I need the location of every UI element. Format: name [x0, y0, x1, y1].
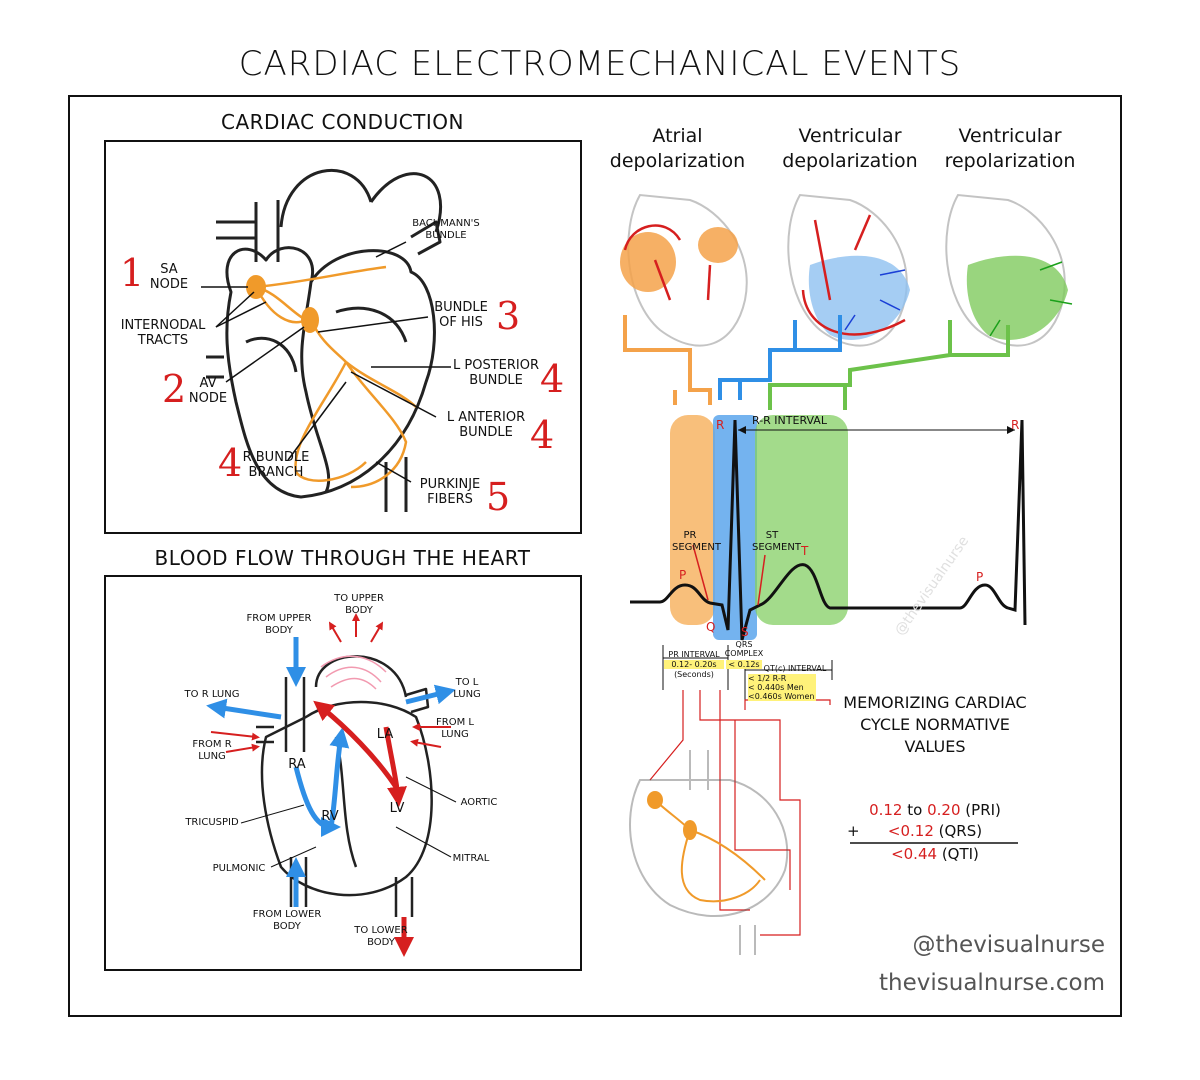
qt-interval-label: QT(c) INTERVAL [763, 664, 827, 673]
conduction-heart-illustration [201, 168, 451, 512]
ecg-r-wave-label: R [716, 418, 725, 432]
bundle-of-his-label: BUNDLE OF HIS [434, 300, 488, 330]
memo-title: MEMORIZING CARDIAC CYCLE NORMATIVE VALUE… [843, 693, 1027, 756]
la-label: LA [376, 727, 394, 742]
st-segment-label: ST SEGMENT [752, 530, 801, 553]
ecg-q-wave-label: Q [706, 620, 716, 634]
from-upper-body-label: FROM UPPER BODY [246, 613, 312, 636]
conduction-title: CARDIAC CONDUCTION [221, 110, 464, 134]
bundle-of-his-number: 3 [496, 294, 521, 338]
footer-handle: @thevisualnurse [912, 932, 1105, 958]
av-node-marker [301, 307, 319, 333]
tricuspid-label: TRICUSPID [185, 817, 239, 828]
l-posterior-bundle-label: L POSTERIOR BUNDLE [453, 358, 539, 388]
rv-label: RV [321, 809, 339, 824]
internodal-tracts-label: INTERNODAL TRACTS [120, 318, 206, 348]
pr-interval-value: 0.12- 0.20s [664, 660, 724, 669]
atrial-depolarization-label: Atrial depolarization [609, 125, 746, 172]
ecg-p-wave-2-label: P [976, 570, 984, 584]
to-l-lung-label: TO L LUNG [453, 677, 481, 700]
from-r-lung-label: FROM R LUNG [192, 739, 232, 762]
purkinje-fibers-label: PURKINJE FIBERS [419, 477, 481, 507]
qrs-complex-value: < 0.12s [726, 660, 762, 669]
ecg-p-wave-label: P [679, 568, 687, 582]
pulmonic-label: PULMONIC [212, 863, 266, 874]
rr-interval-label: R-R INTERVAL [752, 414, 827, 427]
bloodflow-title: BLOOD FLOW THROUGH THE HEART [154, 546, 531, 570]
bachmann-bundle-label: BACHMANN'S BUNDLE [412, 218, 480, 241]
aortic-label: AORTIC [460, 797, 498, 808]
mitral-label: MITRAL [452, 853, 490, 864]
lv-label: LV [389, 801, 405, 816]
ecg-s-wave-label: S [741, 625, 749, 639]
qt-interval-value-3: <0.460s Women [748, 692, 816, 701]
footer-site: thevisualnurse.com [879, 970, 1105, 996]
ventricular-repolarization-label: Ventricular repolarization [944, 125, 1076, 172]
ecg-r-wave-2-label: R [1011, 418, 1020, 432]
l-posterior-bundle-number: 4 [540, 357, 565, 401]
l-anterior-bundle-number: 4 [530, 413, 555, 457]
av-node-number: 2 [162, 367, 187, 411]
memo-line-pri: 0.12 to 0.20 (PRI) [869, 801, 1001, 819]
bloodflow-panel: TO UPPER BODY FROM UPPER BODY TO R LUNG … [104, 575, 582, 971]
bloodflow-heart-illustration [206, 613, 457, 957]
conduction-panel: 1 SA NODE INTERNODAL TRACTS 2 AV NODE BA… [104, 140, 582, 534]
r-bundle-branch-number: 4 [218, 441, 243, 485]
qt-interval-value-2: < 0.440s Men [748, 683, 816, 692]
ecg-t-wave-label: T [801, 544, 809, 558]
from-l-lung-label: FROM L LUNG [436, 717, 474, 740]
sa-node-label: SA NODE [149, 262, 189, 292]
content-frame [68, 95, 1122, 1017]
pr-segment-label: PR SEGMENT [672, 530, 721, 553]
qrs-complex-label: QRS COMPLEX [724, 640, 764, 658]
memo-line-qrs: +<0.12 (QRS) [847, 822, 983, 840]
l-anterior-bundle-label: L ANTERIOR BUNDLE [446, 410, 526, 440]
from-lower-body-label: FROM LOWER BODY [252, 909, 322, 932]
to-r-lung-label: TO R LUNG [184, 689, 240, 700]
page-title: CARDIAC ELECTROMECHANICAL EVENTS [238, 44, 962, 84]
to-upper-body-label: TO UPPER BODY [334, 593, 384, 616]
memo-equation: 0.12 to 0.20 (PRI) +<0.12 (QRS) <0.44 (Q… [845, 800, 1025, 865]
to-lower-body-label: TO LOWER BODY [354, 925, 408, 948]
pr-interval-unit: (Seconds) [674, 670, 714, 679]
pr-interval-label: PR INTERVAL [668, 650, 720, 659]
sa-node-number: 1 [120, 251, 145, 295]
sa-node-marker [246, 275, 266, 299]
r-bundle-branch-label: R BUNDLE BRANCH [242, 450, 310, 480]
ra-label: RA [288, 757, 306, 772]
purkinje-fibers-number: 5 [486, 475, 511, 519]
av-node-label: AV NODE [188, 376, 228, 406]
ventricular-depolarization-label: Ventricular depolarization [782, 125, 918, 172]
memo-line-qti: <0.44 (QTI) [891, 845, 979, 863]
